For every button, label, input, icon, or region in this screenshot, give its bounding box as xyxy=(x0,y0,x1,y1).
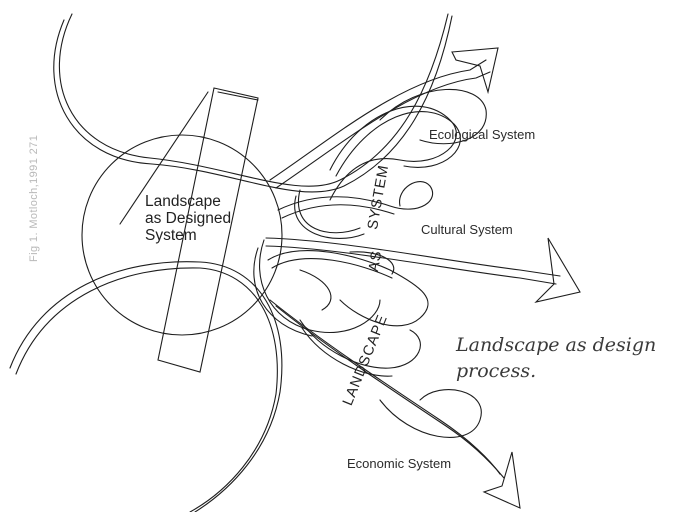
bottom-left-arc xyxy=(9,261,283,512)
cultural-system-label: Cultural System xyxy=(421,222,513,237)
cultural-flow xyxy=(277,180,433,211)
note-line-2: process. xyxy=(456,360,537,382)
center-label-line-3: System xyxy=(145,227,197,244)
handwritten-note: Landscape as design process. xyxy=(456,332,656,384)
vertical-slab xyxy=(157,87,259,373)
landscape-flow xyxy=(267,250,429,327)
top-left-arc xyxy=(58,13,449,187)
center-label: Landscape as Designed System xyxy=(145,193,285,244)
center-label-line-2: as Designed xyxy=(145,210,232,227)
ecological-flow xyxy=(269,59,487,181)
economic-arrow xyxy=(482,451,521,509)
ecological-system-label: Ecological System xyxy=(429,127,536,142)
designed-system-circle xyxy=(81,134,283,336)
center-label-line-1: Landscape xyxy=(145,193,221,210)
economic-flow xyxy=(269,299,501,475)
main-flow xyxy=(265,237,561,277)
ecological-arrow xyxy=(451,47,499,95)
note-line-1: Landscape as design xyxy=(456,334,657,356)
figure-caption: Fig 1. Motloch,1991 271 xyxy=(28,134,40,262)
economic-system-label: Economic System xyxy=(347,456,452,471)
right-arrow xyxy=(534,237,581,303)
